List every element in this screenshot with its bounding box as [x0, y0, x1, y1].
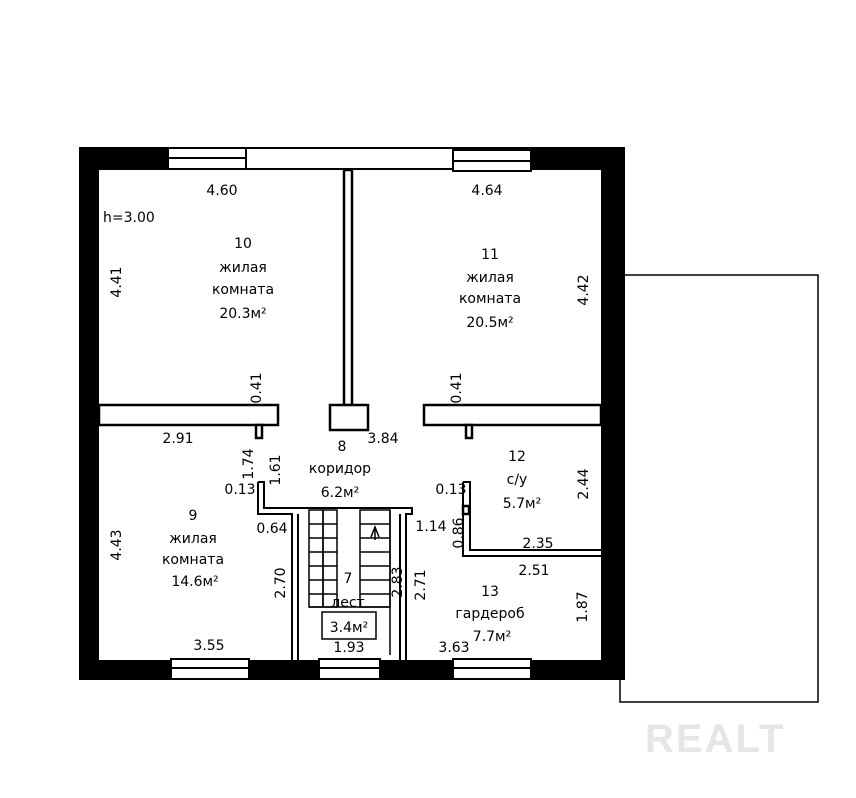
dim-label: 1.87	[575, 591, 591, 622]
dim-label: 0.41	[249, 372, 265, 403]
dim-label: 1.14	[415, 519, 446, 535]
room-13-number: 13	[481, 584, 499, 600]
dim-label: 0.64	[256, 521, 287, 537]
room-12-name: с/у	[507, 472, 528, 488]
room-7-area: 3.4м²	[330, 620, 368, 636]
room-10-area: 20.3м²	[219, 306, 266, 322]
corridor-wall-left	[257, 481, 299, 660]
room-11-name2: комната	[459, 291, 521, 307]
room-11-area: 20.5м²	[466, 315, 513, 331]
wall-right-horizontal	[422, 403, 603, 427]
watermark-logo: REALT	[645, 717, 785, 761]
room-9-area: 14.6м²	[171, 574, 218, 590]
room-10-number: 10	[234, 236, 252, 252]
wall-top-segment	[245, 147, 454, 170]
room-9-number: 9	[189, 508, 198, 524]
stair-wall-right	[296, 507, 413, 660]
room-10-name: жилая	[219, 260, 267, 276]
dim-label: 4.42	[576, 274, 592, 305]
room-13-name: гардероб	[455, 606, 524, 622]
dim-label: 2.91	[162, 431, 193, 447]
dim-label: 0.13	[435, 482, 466, 498]
dim-label: 2.44	[576, 468, 592, 499]
room-9-name: жилая	[169, 531, 217, 547]
dim-label: 0.13	[224, 482, 255, 498]
wall-left-horizontal	[97, 403, 280, 427]
window-top-left	[167, 147, 247, 170]
room-10-name2: комната	[212, 282, 274, 298]
room-11-name: жилая	[466, 270, 514, 286]
dim-label: 4.41	[109, 266, 125, 297]
dim-label: 2.51	[518, 563, 549, 579]
dim-label: 1.74	[241, 448, 257, 479]
dim-label: 2.71	[413, 569, 429, 600]
dim-label: 3.55	[193, 638, 224, 654]
dim-label: 1.61	[268, 454, 284, 485]
wall-column	[328, 403, 370, 432]
ceiling-height: h=3.00	[103, 210, 155, 226]
dim-label: 0.41	[449, 372, 465, 403]
door-jamb	[254, 423, 264, 440]
room-9-name2: комната	[162, 552, 224, 568]
room-7-number: 7	[344, 571, 353, 587]
room-8-name: коридор	[309, 461, 371, 477]
dim-label: 2.83	[390, 566, 406, 597]
door-jamb	[461, 504, 471, 516]
window-top-right	[452, 149, 532, 172]
dim-label: 4.60	[206, 183, 237, 199]
door-jamb	[464, 423, 474, 440]
window-bottom-middle	[318, 658, 381, 680]
room-13-area: 7.7м²	[473, 629, 511, 645]
dim-label: 2.35	[522, 536, 553, 552]
room-12-area: 5.7м²	[503, 496, 541, 512]
room-8-number: 8	[338, 439, 347, 455]
room-12-number: 12	[508, 449, 526, 465]
dim-label: 4.64	[471, 183, 502, 199]
staircase	[308, 509, 391, 655]
room-7-name: лест	[331, 595, 364, 611]
dim-label: 4.43	[109, 529, 125, 560]
window-bottom-left	[170, 658, 250, 680]
room-11-number: 11	[481, 247, 499, 263]
room-8-area: 6.2м²	[321, 485, 359, 501]
window-bottom-right	[452, 658, 532, 680]
dim-label: 2.70	[273, 567, 289, 598]
dim-label: 0.86	[451, 517, 467, 548]
dim-label: 1.93	[333, 640, 364, 656]
annex-outline	[619, 274, 819, 703]
partition-10-11	[342, 168, 354, 407]
dim-label: 3.63	[438, 640, 469, 656]
dim-label: 3.84	[367, 431, 398, 447]
